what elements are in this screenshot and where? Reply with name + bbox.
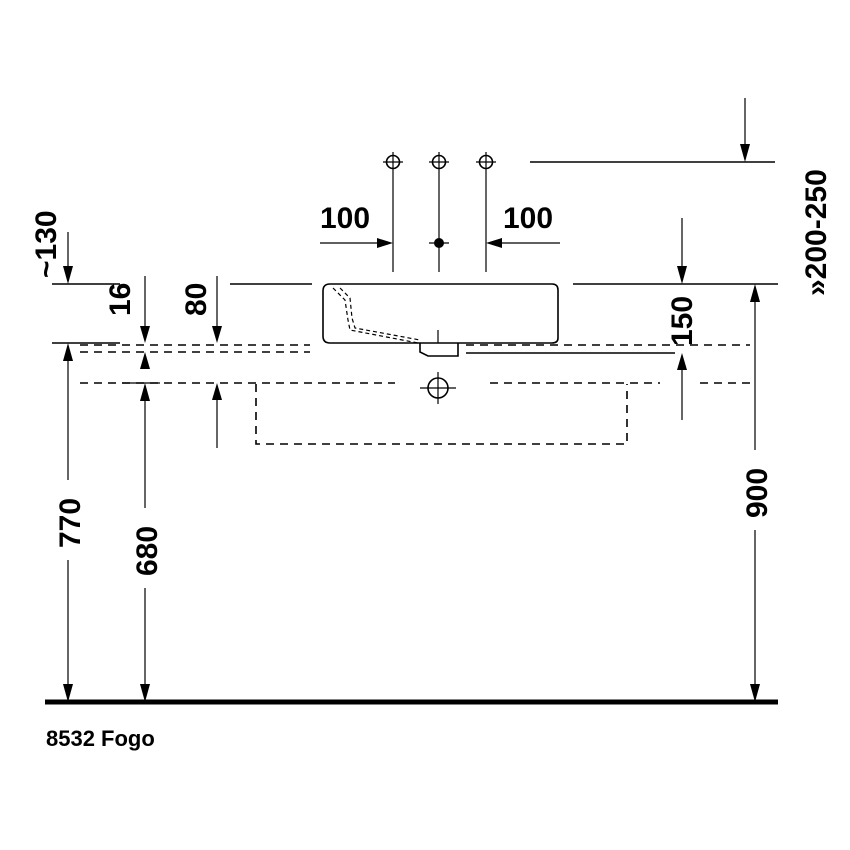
dim-label-150: 150 [666, 296, 699, 346]
dim-label-16: 16 [104, 283, 137, 316]
dim-label-100-left: 100 [320, 202, 370, 235]
tap-hole-center [429, 152, 449, 272]
product-caption: 8532 Fogo [46, 726, 155, 751]
reference-lines [52, 161, 778, 354]
dim-label-130: ~130 [30, 210, 63, 278]
dim-label-770: 770 [54, 498, 87, 548]
dim-label-680: 680 [131, 526, 164, 576]
tap-hole-left [383, 152, 403, 272]
waste-pipe-symbol [420, 372, 456, 404]
dimension-lines [63, 98, 760, 702]
tap-hole-right [476, 152, 496, 272]
dim-label-900: 900 [741, 468, 774, 518]
dim-label-200-250: »200-250 [800, 169, 833, 296]
tap-holes [383, 152, 496, 272]
counter-dashed-lines [80, 344, 750, 445]
dim-label-100-right: 100 [503, 202, 553, 235]
basin [322, 283, 559, 357]
dim-label-80: 80 [180, 283, 213, 316]
